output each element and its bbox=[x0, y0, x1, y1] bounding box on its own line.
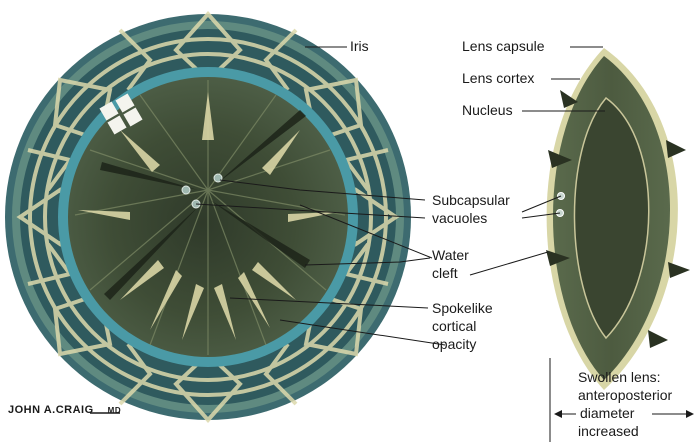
label-water-cleft-line2: cleft bbox=[432, 265, 458, 282]
label-subcapsular-line1: Subcapsular bbox=[432, 192, 510, 209]
side-view bbox=[546, 48, 690, 390]
label-swollen-line1: Swollen lens: bbox=[578, 369, 661, 386]
signature-name: JOHN A.CRAIG bbox=[8, 404, 94, 416]
label-spokelike-line3: opacity bbox=[432, 336, 476, 353]
frontal-view bbox=[5, 14, 411, 420]
label-spokelike-line2: cortical bbox=[432, 318, 476, 335]
label-swollen-line3: diameter bbox=[580, 405, 634, 422]
label-water-cleft-line1: Water bbox=[432, 247, 469, 264]
signature-suffix: MD bbox=[108, 406, 121, 415]
label-swollen-line2: anteroposterior bbox=[578, 387, 672, 404]
label-subcapsular-line2: vacuoles bbox=[432, 210, 487, 227]
label-lens-capsule: Lens capsule bbox=[462, 38, 545, 55]
label-spokelike-line1: Spokelike bbox=[432, 300, 493, 317]
artist-signature: JOHN A.CRAIG MD bbox=[8, 404, 121, 416]
label-lens-cortex: Lens cortex bbox=[462, 70, 534, 87]
label-swollen-line4: increased bbox=[578, 423, 639, 440]
label-nucleus: Nucleus bbox=[462, 102, 513, 119]
label-iris: Iris bbox=[350, 38, 369, 55]
